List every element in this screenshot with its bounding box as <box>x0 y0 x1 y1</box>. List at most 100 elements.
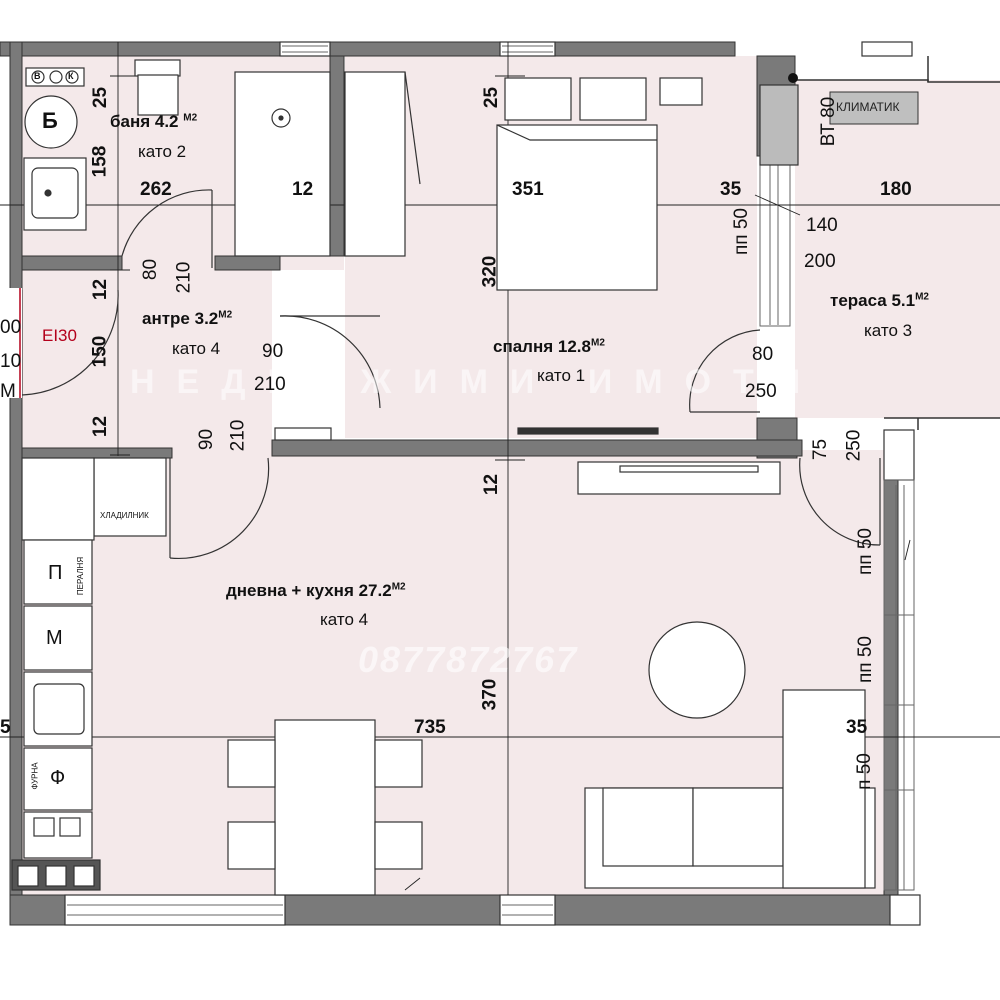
living-furniture <box>227 621 876 896</box>
watermark-brand: НЕДВИЖИМИ ИМОТИ <box>130 363 823 401</box>
opening-hall-door-h: 210 <box>254 374 286 395</box>
window-hatches <box>64 41 921 926</box>
room-bathroom-floor: като 2 <box>138 142 187 161</box>
dim-bed-top: 25 <box>481 86 503 109</box>
terrace-fill <box>795 80 1000 418</box>
dim-wall-35-top: 35 <box>720 179 742 200</box>
boiler-label: Б <box>42 108 58 133</box>
entry-door-swing <box>21 289 119 396</box>
window-bottom-left <box>64 894 286 926</box>
dim-living-wall-12: 12 <box>481 473 503 496</box>
dim-living-height: 370 <box>479 678 501 711</box>
window-bottom-right <box>889 894 921 926</box>
dim-hall-12-lower: 12 <box>90 415 112 438</box>
fridge-label: ХЛАДИЛНИК <box>100 511 149 520</box>
wall-hall-kitchen <box>271 439 803 457</box>
window-top-right <box>861 41 913 57</box>
dim-terrace-width: 180 <box>880 179 912 200</box>
dim-living-35: 35 <box>846 717 868 738</box>
kitchen-door-swing <box>169 457 270 560</box>
drain-dot <box>788 73 798 83</box>
opening-bed-window-sill: пп 50 <box>731 208 752 255</box>
bath-door-swing <box>121 189 213 257</box>
dim-hall-12-left: 12 <box>90 278 112 301</box>
boiler-circle <box>24 95 78 149</box>
wall-bottom-mid <box>284 894 501 926</box>
living-door-swing <box>799 457 881 546</box>
room-hall-name: антре 3.2М2 <box>142 309 233 328</box>
room-living-name: дневна + кухня 27.2М2 <box>226 581 406 600</box>
terrace-door-swing <box>689 329 761 413</box>
toilet-box <box>134 59 181 77</box>
oven-box <box>23 747 93 811</box>
coffee-table <box>648 621 746 719</box>
opening-bath-door-h: 210 <box>173 261 195 294</box>
wall-hall-bottom-left <box>21 447 173 459</box>
room-bedroom-floor: като 1 <box>537 366 586 385</box>
fridge-box <box>93 457 167 537</box>
room-terrace-floor: като 3 <box>864 321 913 340</box>
opening-living-window-3: п 50 <box>853 753 875 790</box>
wall-bottom-left <box>9 894 66 926</box>
dim-bed-height: 320 <box>479 255 501 288</box>
window-top-left <box>279 41 331 57</box>
opening-bath-door-w: 80 <box>140 258 162 281</box>
dim-bath-top: 25 <box>90 86 112 109</box>
opening-bed-window-h: 200 <box>804 251 836 272</box>
opening-living-door-w: 75 <box>810 438 832 461</box>
oven-small-label: ФУРНА <box>30 762 40 790</box>
room-terrace-name: тераса 5.1М2 <box>830 291 929 310</box>
opening-living-window-2: пп 50 <box>855 636 876 683</box>
washer-label: П <box>48 562 63 584</box>
dining-table <box>274 719 376 896</box>
opening-entry-partial-3: М <box>0 381 16 402</box>
valve-k-label: К <box>68 71 74 81</box>
washer-small-label: ПЕРАЛНЯ <box>76 556 86 596</box>
washing-cabinet <box>344 71 406 257</box>
opening-left-partial: 5 <box>0 717 11 738</box>
opening-living-door-h: 250 <box>843 429 865 462</box>
dim-bath-height: 158 <box>89 145 111 178</box>
wall-left <box>9 41 23 923</box>
opening-entry-partial-2: 10 <box>0 351 22 372</box>
room-hall-floor: като 4 <box>172 339 221 358</box>
window-right-top <box>883 429 915 481</box>
aircon-label: КЛИМАТИК <box>836 100 900 114</box>
wall-bath-partition <box>329 55 345 257</box>
dim-bath-width: 262 <box>140 179 172 200</box>
opening-hall-door-w: 90 <box>262 341 284 362</box>
washer-box <box>23 539 93 605</box>
opening-kitchen-door-h: 210 <box>227 419 249 452</box>
dim-hall-150: 150 <box>89 335 111 368</box>
wall-top-left <box>0 41 281 57</box>
bed <box>496 124 658 291</box>
hall-door-swing <box>279 315 381 409</box>
fire-door-label: EI30 <box>42 326 77 345</box>
door-swings <box>0 189 881 560</box>
opening-living-window-1: пп 50 <box>855 528 876 575</box>
window-bottom-mid <box>499 894 556 926</box>
wall-bath-bottom <box>21 255 123 271</box>
opening-entry-partial-1: 00 <box>0 317 22 338</box>
opening-terrace-door-w: 80 <box>752 344 774 365</box>
bathroom-fixtures <box>23 59 421 257</box>
aircon-box <box>829 91 919 125</box>
opening-bed-window-w: 140 <box>806 215 838 236</box>
opening-terrace-door-h: 250 <box>745 381 777 402</box>
boiler-vt-label: ВТ 80 <box>818 96 840 147</box>
room-bathroom-name: баня 4.2 М2 <box>110 112 198 131</box>
dim-wall-12-top: 12 <box>292 179 314 200</box>
terrace-outline <box>795 56 1000 430</box>
room-bedroom-name: спалня 12.8М2 <box>493 337 605 356</box>
opening-kitchen-door-w: 90 <box>196 428 218 451</box>
room-living-floor: като 4 <box>320 610 369 629</box>
dim-living-width: 735 <box>414 717 446 738</box>
wall-bottom-right <box>554 894 891 926</box>
wall-top-mid <box>329 41 501 57</box>
shower <box>234 71 331 257</box>
hall-fill <box>22 270 272 450</box>
watermark-phone: 0877872767 <box>358 639 579 680</box>
dishwasher-label: М <box>46 627 63 649</box>
dishwasher-box <box>23 605 93 671</box>
